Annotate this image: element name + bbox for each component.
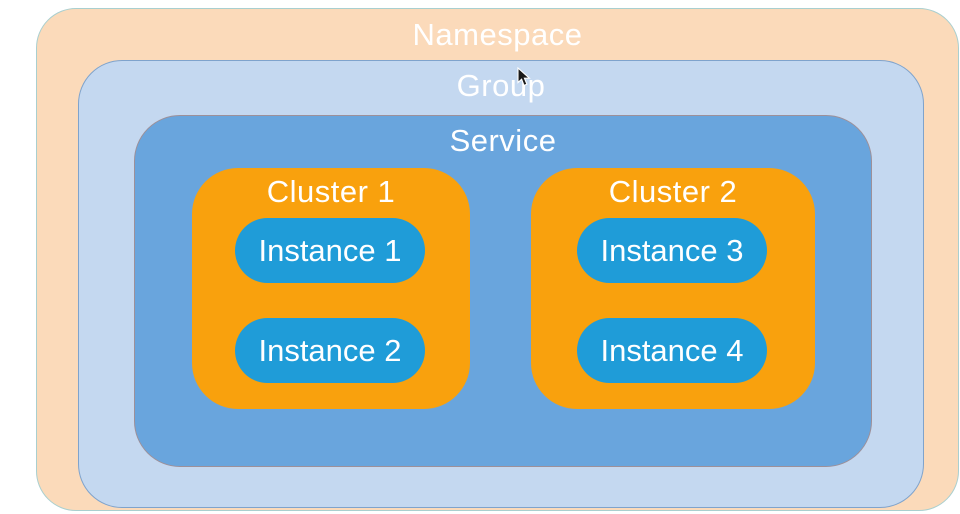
- group-label: Group: [456, 68, 546, 103]
- instance-2-pill: Instance 2: [235, 318, 425, 383]
- namespace-box: Namespace Group Service Cluster 1 Instan…: [36, 8, 959, 511]
- cluster-1-label: Cluster 1: [266, 174, 396, 209]
- instance-4-pill: Instance 4: [577, 318, 767, 383]
- service-label: Service: [449, 123, 557, 158]
- cluster-2-box: Cluster 2 Instance 3 Instance 4: [531, 168, 815, 409]
- instance-1-pill: Instance 1: [235, 218, 425, 283]
- namespace-label: Namespace: [412, 17, 583, 52]
- cluster-2-label: Cluster 2: [608, 174, 738, 209]
- instance-3-pill: Instance 3: [577, 218, 767, 283]
- cluster-1-box: Cluster 1 Instance 1 Instance 2: [192, 168, 470, 409]
- group-box: Group Service Cluster 1 Instance 1 Insta…: [78, 60, 924, 508]
- service-box: Service Cluster 1 Instance 1 Instance 2 …: [134, 115, 872, 467]
